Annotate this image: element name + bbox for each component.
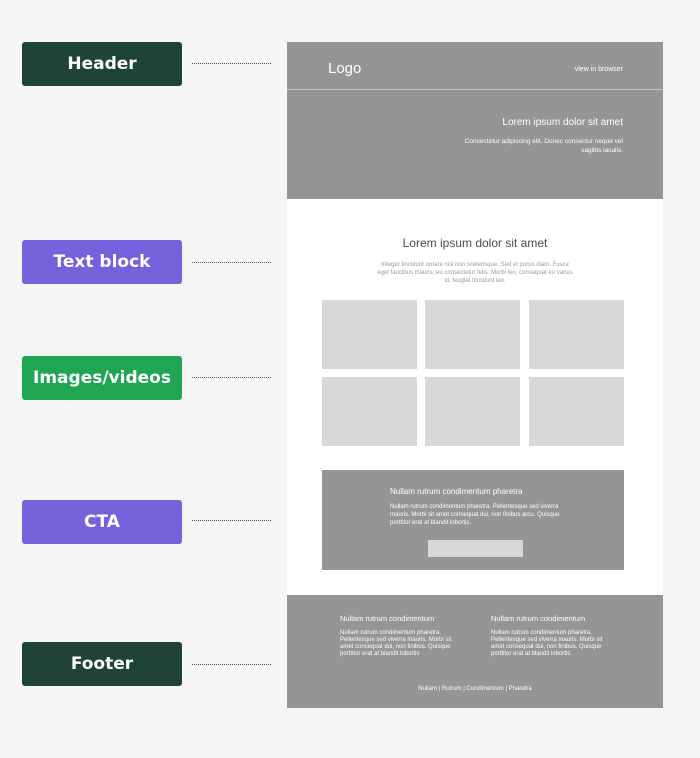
footer-column-body: Nullam rutrum condimentum pharetra. Pell…	[491, 630, 603, 657]
media-placeholder	[322, 300, 417, 369]
connector-cta	[192, 520, 271, 521]
email-footer: Nullam rutrum condimentum Nullam rutrum …	[287, 595, 663, 708]
cta-body: Nullam rutrum condimentum pharetra. Pell…	[390, 504, 560, 526]
view-in-browser-link[interactable]: view in browser	[574, 66, 623, 73]
text-block-body: Integer tincidunt ornare nisl non sceler…	[377, 262, 573, 284]
cta-block: Nullam rutrum condimentum pharetra Nulla…	[322, 470, 624, 570]
media-placeholder	[529, 300, 624, 369]
footer-column-body: Nullam rutrum condimentum pharetra. Pell…	[340, 630, 452, 657]
footer-column-title: Nullam rutrum condimentum	[340, 614, 435, 623]
connector-images-videos	[192, 377, 271, 378]
label-cta: CTA	[22, 500, 182, 544]
connector-footer	[192, 664, 271, 665]
cta-title: Nullam rutrum condimentum pharetra	[390, 487, 523, 496]
media-placeholder	[425, 300, 520, 369]
hero-title: Lorem ipsum dolor sit amet	[502, 117, 623, 128]
label-images-videos: Images/videos	[22, 356, 182, 400]
cta-button[interactable]	[428, 540, 523, 557]
connector-header	[192, 63, 271, 64]
label-header: Header	[22, 42, 182, 86]
media-placeholder	[529, 377, 624, 446]
footer-nav-links[interactable]: Nullam | Rutrum | Condimentum | Pharetra	[418, 686, 532, 692]
email-header: Logo view in browser Lorem ipsum dolor s…	[287, 42, 663, 199]
media-placeholder	[425, 377, 520, 446]
footer-column-title: Nullam rutrum condimentum	[491, 614, 586, 623]
email-mockup: Logo view in browser Lorem ipsum dolor s…	[287, 42, 663, 708]
label-footer: Footer	[22, 642, 182, 686]
media-placeholder	[322, 377, 417, 446]
hero-body: Consectetur adipiscing elit. Donec conse…	[464, 138, 623, 154]
header-divider	[287, 89, 663, 90]
label-text-block: Text block	[22, 240, 182, 284]
connector-text-block	[192, 262, 271, 263]
text-block-title: Lorem ipsum dolor sit amet	[402, 236, 548, 250]
logo: Logo	[328, 60, 362, 77]
